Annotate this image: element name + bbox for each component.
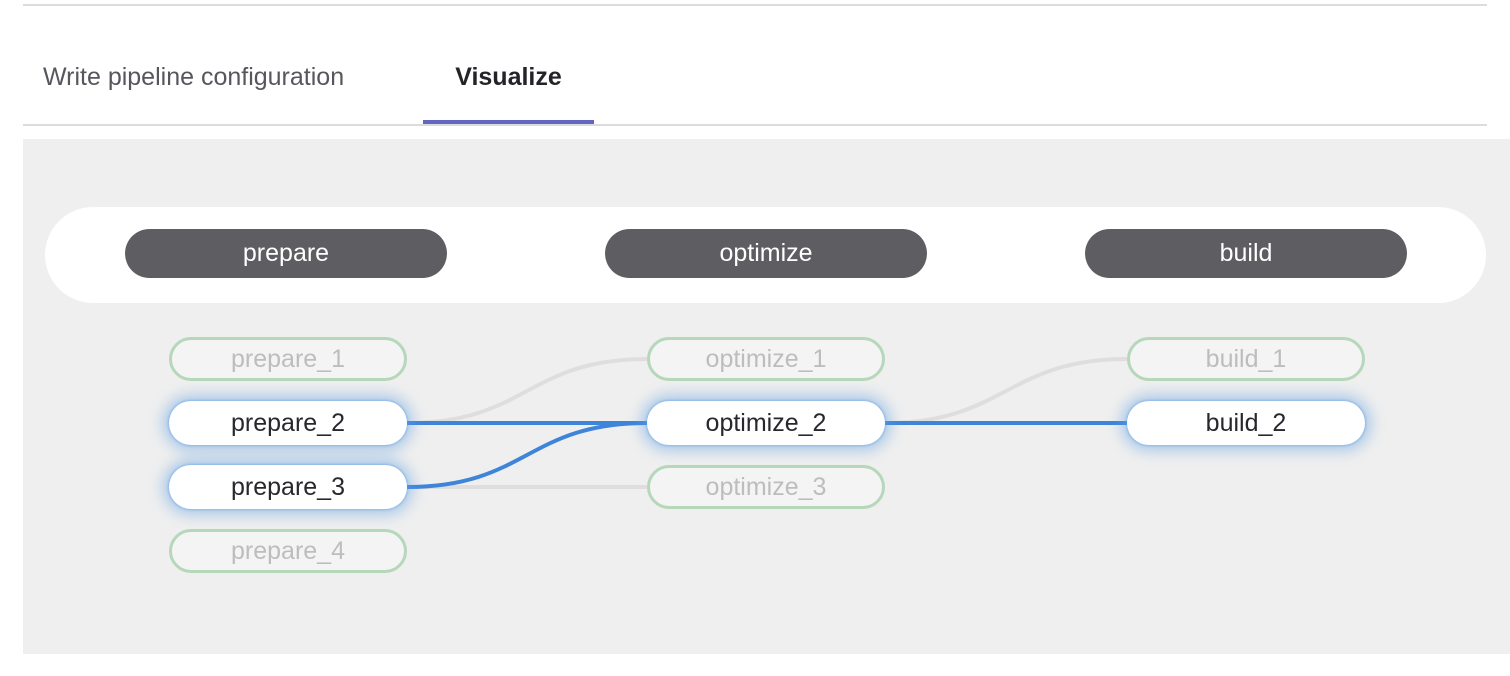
- stage-pill-optimize: optimize: [605, 229, 927, 278]
- job-links-svg: [406, 357, 1128, 489]
- job-pill-optimize_2[interactable]: optimize_2: [647, 401, 885, 445]
- stage-pill-prepare: prepare: [125, 229, 447, 278]
- pipeline-graph-area: prepare optimize build prepare_1 prepare_…: [23, 139, 1510, 654]
- job-pill-prepare_1[interactable]: prepare_1: [169, 337, 407, 381]
- job-pill-optimize_1[interactable]: optimize_1: [647, 337, 885, 381]
- top-divider: [23, 4, 1487, 6]
- tab-visualize[interactable]: Visualize: [455, 63, 562, 91]
- link-optimize_2-build_1: [884, 357, 1128, 425]
- job-pill-prepare_2[interactable]: prepare_2: [169, 401, 407, 445]
- link-prepare_2-optimize_1: [406, 357, 648, 425]
- job-pill-prepare_3[interactable]: prepare_3: [169, 465, 407, 509]
- job-pill-prepare_4[interactable]: prepare_4: [169, 529, 407, 573]
- link-prepare_3-optimize_2: [406, 421, 648, 489]
- stage-pill-build: build: [1085, 229, 1407, 278]
- tabs-bottom-divider: [23, 124, 1487, 126]
- job-pill-optimize_3[interactable]: optimize_3: [647, 465, 885, 509]
- tab-write-pipeline-configuration[interactable]: Write pipeline configuration: [43, 63, 345, 91]
- job-pill-build_2[interactable]: build_2: [1127, 401, 1365, 445]
- job-pill-build_1[interactable]: build_1: [1127, 337, 1365, 381]
- active-tab-underline: [423, 120, 594, 124]
